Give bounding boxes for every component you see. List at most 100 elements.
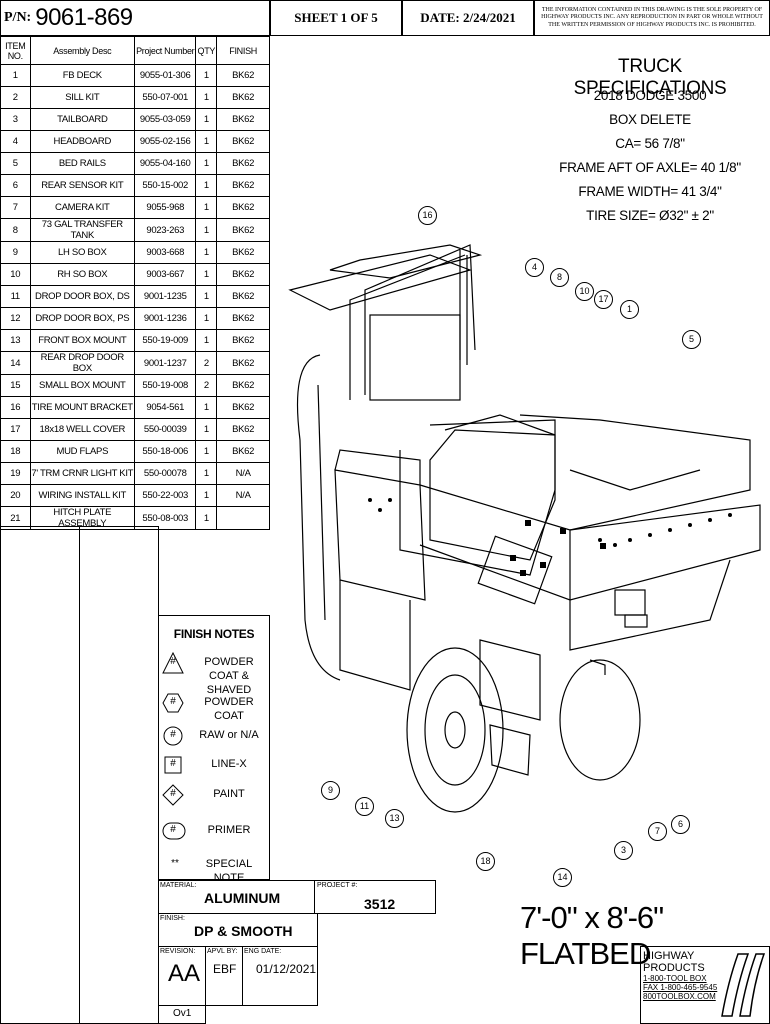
col-desc: Assembly Desc	[29, 36, 136, 65]
company-name-1: HIGHWAY	[643, 950, 695, 962]
material-value: ALUMINUM	[204, 890, 281, 906]
company-name-2: PRODUCTS	[643, 962, 705, 974]
bom-cell-item: 10	[0, 263, 31, 286]
spec-line: BOX DELETE	[609, 112, 691, 127]
callout-balloon: 16	[418, 206, 437, 225]
bom-cell-project: 550-15-002	[134, 174, 197, 197]
bom-cell-project: 9055-968	[134, 196, 197, 219]
bom-cell-project: 9023-263	[134, 218, 197, 242]
bom-cell-project: 9003-667	[134, 263, 197, 286]
bom-cell-finish: BK62	[216, 329, 270, 352]
bom-cell-qty: 1	[195, 506, 218, 530]
product-title: 7'-0" x 8'-6" FLATBED	[520, 900, 664, 971]
finish-label: RAW or N/A	[199, 729, 259, 741]
bom-cell-desc: RH SO BOX	[29, 263, 136, 286]
bom-cell-project: 9003-668	[134, 241, 197, 264]
center-blank-block	[79, 526, 159, 1024]
sheet-number: SHEET 1 OF 5	[294, 10, 378, 25]
finish-symbol-diamond-icon	[162, 784, 184, 809]
finish-symbol-text: #	[170, 729, 176, 740]
bom-cell-qty: 1	[195, 130, 218, 153]
finish-label: FINISH:	[160, 915, 185, 922]
bom-cell-qty: 2	[195, 351, 218, 375]
company-phone: 1-800-TOOL BOX	[643, 974, 707, 983]
bom-cell-item: 15	[0, 374, 31, 397]
finish-symbol-triangle-icon	[162, 651, 184, 677]
spec-line: CA= 56 7/8"	[615, 136, 685, 151]
bom-header-row: ITEM NO. Assembly Desc Project Number QT…	[0, 36, 270, 65]
bom-cell-qty: 2	[195, 374, 218, 397]
finish-symbol-text: #	[170, 696, 176, 707]
col-item: ITEM NO.	[0, 36, 31, 65]
finish-symbol-text: **	[171, 858, 179, 869]
finish-symbol-rounded-icon	[162, 820, 186, 845]
bom-cell-finish: BK62	[216, 440, 270, 463]
bom-cell-project: 550-00078	[134, 462, 197, 485]
callout-balloon: 9	[321, 781, 340, 800]
col-finish: FINISH	[216, 36, 270, 65]
finish-symbol-square-icon	[162, 754, 184, 779]
apvl-label: APVL BY:	[207, 948, 238, 955]
bom-cell-item: 8	[0, 218, 31, 242]
bom-cell-project: 550-19-009	[134, 329, 197, 352]
bom-cell-qty: 1	[195, 484, 218, 507]
finish-label: SPECIAL NOTE	[205, 858, 253, 884]
bom-cell-desc: SMALL BOX MOUNT	[29, 374, 136, 397]
revision-label: REVISION:	[160, 948, 196, 955]
bom-cell-finish: BK62	[216, 285, 270, 308]
company-logo-icon	[721, 953, 766, 1017]
bom-cell-project: 9001-1237	[134, 351, 197, 375]
bom-cell-desc: 7' TRM CRNR LIGHT KIT	[29, 462, 136, 485]
bom-cell-finish: BK62	[216, 241, 270, 264]
bom-cell-desc: WIRING INSTALL KIT	[29, 484, 136, 507]
eng-date-label: ENG DATE:	[244, 948, 282, 955]
bom-cell-qty: 1	[195, 329, 218, 352]
bom-cell-desc: BED RAILS	[29, 152, 136, 175]
callout-balloon: 17	[594, 290, 613, 309]
callout-balloon: 10	[575, 282, 594, 301]
bom-cell-item: 6	[0, 174, 31, 197]
date-cell: DATE: 2/24/2021	[402, 0, 534, 36]
bom-cell-item: 5	[0, 152, 31, 175]
bom-cell-item: 3	[0, 108, 31, 131]
bom-cell-finish: BK62	[216, 152, 270, 175]
revision-sub-value: Ov1	[173, 1008, 192, 1019]
flatbed-drawing	[288, 244, 761, 813]
bom-cell-finish	[216, 506, 270, 530]
eng-date-cell	[242, 946, 318, 1006]
bom-cell-desc: TIRE MOUNT BRACKET	[29, 396, 136, 419]
bom-cell-finish: BK62	[216, 174, 270, 197]
company-web: 800TOOLBOX.COM	[643, 992, 716, 1001]
bom-cell-qty: 1	[195, 396, 218, 419]
bom-cell-desc: SILL KIT	[29, 86, 136, 109]
bom-cell-project: 9055-04-160	[134, 152, 197, 175]
callout-balloon: 7	[648, 822, 667, 841]
bom-cell-item: 20	[0, 484, 31, 507]
apvl-cell	[205, 946, 243, 1006]
bom-cell-qty: 1	[195, 263, 218, 286]
bom-cell-finish: BK62	[216, 418, 270, 441]
bom-cell-project: 550-00039	[134, 418, 197, 441]
bom-cell-project: 9054-561	[134, 396, 197, 419]
bom-cell-item: 13	[0, 329, 31, 352]
bom-cell-project: 9001-1236	[134, 307, 197, 330]
bom-cell-finish: BK62	[216, 108, 270, 131]
finish-label: LINE-X	[211, 758, 247, 770]
bom-cell-project: 550-07-001	[134, 86, 197, 109]
spec-line: 2018 DODGE 3500	[593, 88, 707, 103]
specs-title: TRUCK SPECIFICATIONS	[573, 56, 727, 99]
bom-cell-qty: 1	[195, 307, 218, 330]
project-label: PROJECT #:	[317, 882, 358, 889]
bom-cell-item: 17	[0, 418, 31, 441]
bom-cell-item: 16	[0, 396, 31, 419]
